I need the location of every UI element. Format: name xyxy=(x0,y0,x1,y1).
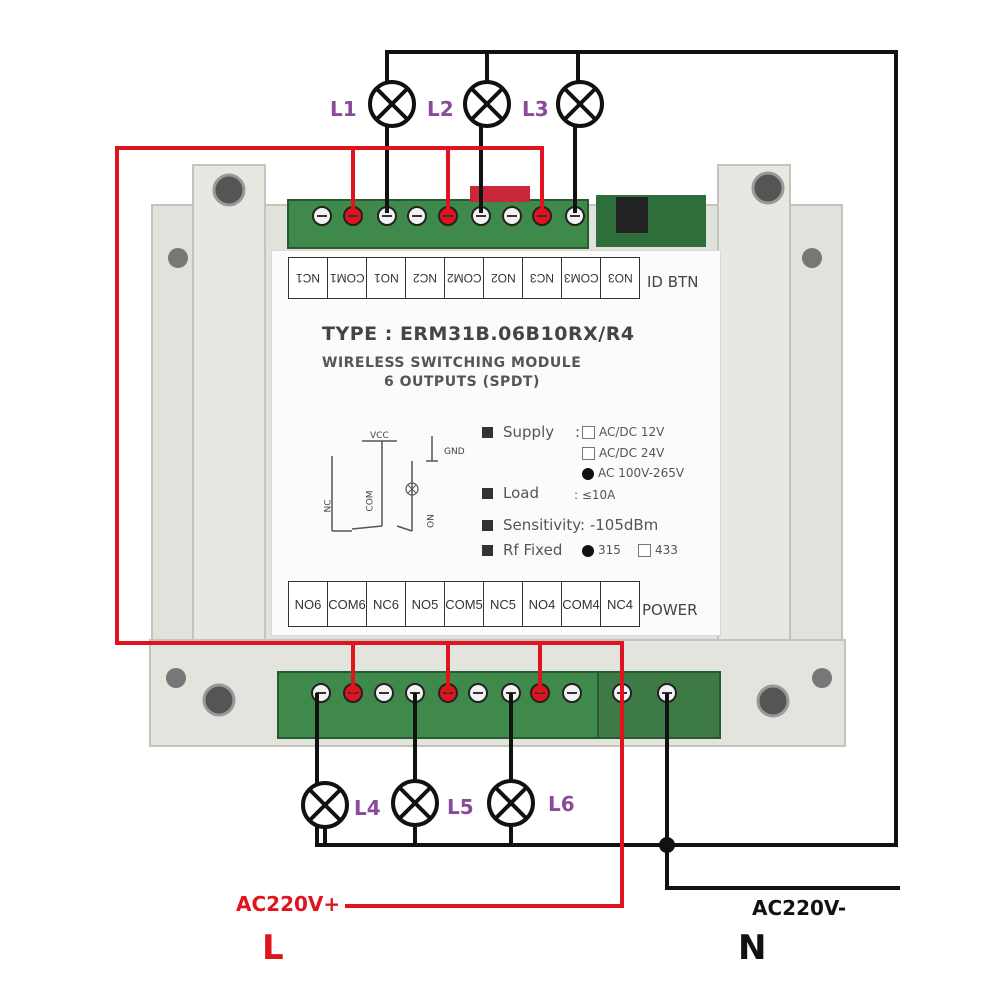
load-value: : ≤10A xyxy=(574,488,616,502)
terminal-label: NC3 xyxy=(523,258,562,298)
bullet-icon xyxy=(482,545,493,556)
terminal-label: NO2 xyxy=(484,258,523,298)
supply-option-24v: AC/DC 24V xyxy=(582,446,664,460)
terminal-label: COM5 xyxy=(445,582,484,626)
terminal-label: COM3 xyxy=(562,258,601,298)
terminal-label: NC1 xyxy=(289,258,328,298)
lamp-cross xyxy=(375,87,409,121)
bullet-icon xyxy=(482,520,493,531)
lamp-label-l6: L6 xyxy=(548,792,575,816)
supply-option-ac: AC 100V-265V xyxy=(582,466,684,480)
neutral-supply-label: AC220V- xyxy=(752,896,847,920)
supply-option-12v: AC/DC 12V xyxy=(582,425,664,439)
live-letter: L xyxy=(262,928,284,968)
lamp-label-l3: L3 xyxy=(522,97,549,121)
rf-option-315: 315 xyxy=(582,543,621,557)
terminal-label: COM6 xyxy=(328,582,367,626)
side-hole xyxy=(802,248,822,268)
module-outputs: 6 OUTPUTS (SPDT) xyxy=(384,374,540,390)
spec-supply: Supply xyxy=(482,423,554,441)
top-terminal-block xyxy=(287,186,706,249)
bottom-terminal-block xyxy=(277,671,721,739)
lamp-cross xyxy=(308,788,342,822)
neutral-letter: N xyxy=(738,928,767,968)
schematic-com: COM xyxy=(365,490,376,512)
schematic-vcc: VCC xyxy=(370,431,389,441)
spec-sensitivity: Sensitivity: -105dBm xyxy=(482,516,658,534)
terminal-label: NC6 xyxy=(367,582,406,626)
id-button-tag: ID BTN xyxy=(647,273,699,291)
power-tag: POWER xyxy=(642,601,698,619)
filled-dot-icon xyxy=(582,467,594,480)
live-wiring xyxy=(115,146,624,908)
side-hole xyxy=(168,248,188,268)
terminal-label: COM1 xyxy=(328,258,367,298)
terminal-label: NO3 xyxy=(607,271,633,285)
neutral-wiring xyxy=(315,50,900,890)
top-screws xyxy=(312,206,585,226)
live-supply-label: AC220V+ xyxy=(236,892,341,916)
unchecked-box-icon xyxy=(582,447,595,460)
lamp-cross xyxy=(494,786,528,820)
unchecked-box-icon xyxy=(582,426,595,439)
mount-hole xyxy=(751,171,785,205)
lamp-label-l4: L4 xyxy=(354,796,381,820)
side-hole xyxy=(166,668,186,688)
top-terminal-labels: NC1 COM1 NO1 NC2 COM2 NO2 NC3 COM3 NO3 xyxy=(288,257,640,299)
lamp-cross xyxy=(563,87,597,121)
mount-hole xyxy=(212,173,246,207)
filled-dot-icon xyxy=(582,544,594,557)
terminal-label: NO6 xyxy=(289,582,328,626)
terminal-label: NC5 xyxy=(484,582,523,626)
schematic-gnd: GND xyxy=(444,447,465,457)
lamp-label-l2: L2 xyxy=(427,97,454,121)
rf-option-433: 433 xyxy=(638,543,678,557)
schematic-nc: NC xyxy=(323,499,334,513)
terminal-label: COM4 xyxy=(562,582,601,626)
spec-load: Load xyxy=(482,484,539,502)
terminal-label: NO4 xyxy=(523,582,562,626)
lamps xyxy=(301,80,604,829)
mount-hole xyxy=(202,683,236,717)
lamp-cross xyxy=(398,786,432,820)
terminal-label: NC4 xyxy=(606,596,633,612)
lamp-cross xyxy=(470,87,504,121)
terminal-label: NO5 xyxy=(406,582,445,626)
module-label: NC1 COM1 NO1 NC2 COM2 NO2 NC3 COM3 NO3 I… xyxy=(271,250,721,636)
terminal-label: NC2 xyxy=(406,258,445,298)
spec-rf: Rf Fixed xyxy=(482,541,562,559)
side-hole xyxy=(812,668,832,688)
module-type: TYPE : ERM31B.06B10RX/R4 xyxy=(322,323,635,345)
terminal-label: COM2 xyxy=(445,258,484,298)
relay-schematic xyxy=(331,436,438,532)
bullet-icon xyxy=(482,427,493,438)
unchecked-box-icon xyxy=(638,544,651,557)
lamp-label-l5: L5 xyxy=(447,795,474,819)
spec-supply-colon: : xyxy=(575,423,581,441)
schematic-no: NO xyxy=(423,514,434,528)
mount-hole xyxy=(756,684,790,718)
bottom-terminal-labels: NO6 COM6 NC6 NO5 COM5 NC5 NO4 COM4 NC4 xyxy=(288,581,640,627)
terminal-label: NO1 xyxy=(367,258,406,298)
module-subtitle: WIRELESS SWITCHING MODULE xyxy=(322,355,582,371)
bullet-icon xyxy=(482,488,493,499)
lamp-label-l1: L1 xyxy=(330,97,357,121)
